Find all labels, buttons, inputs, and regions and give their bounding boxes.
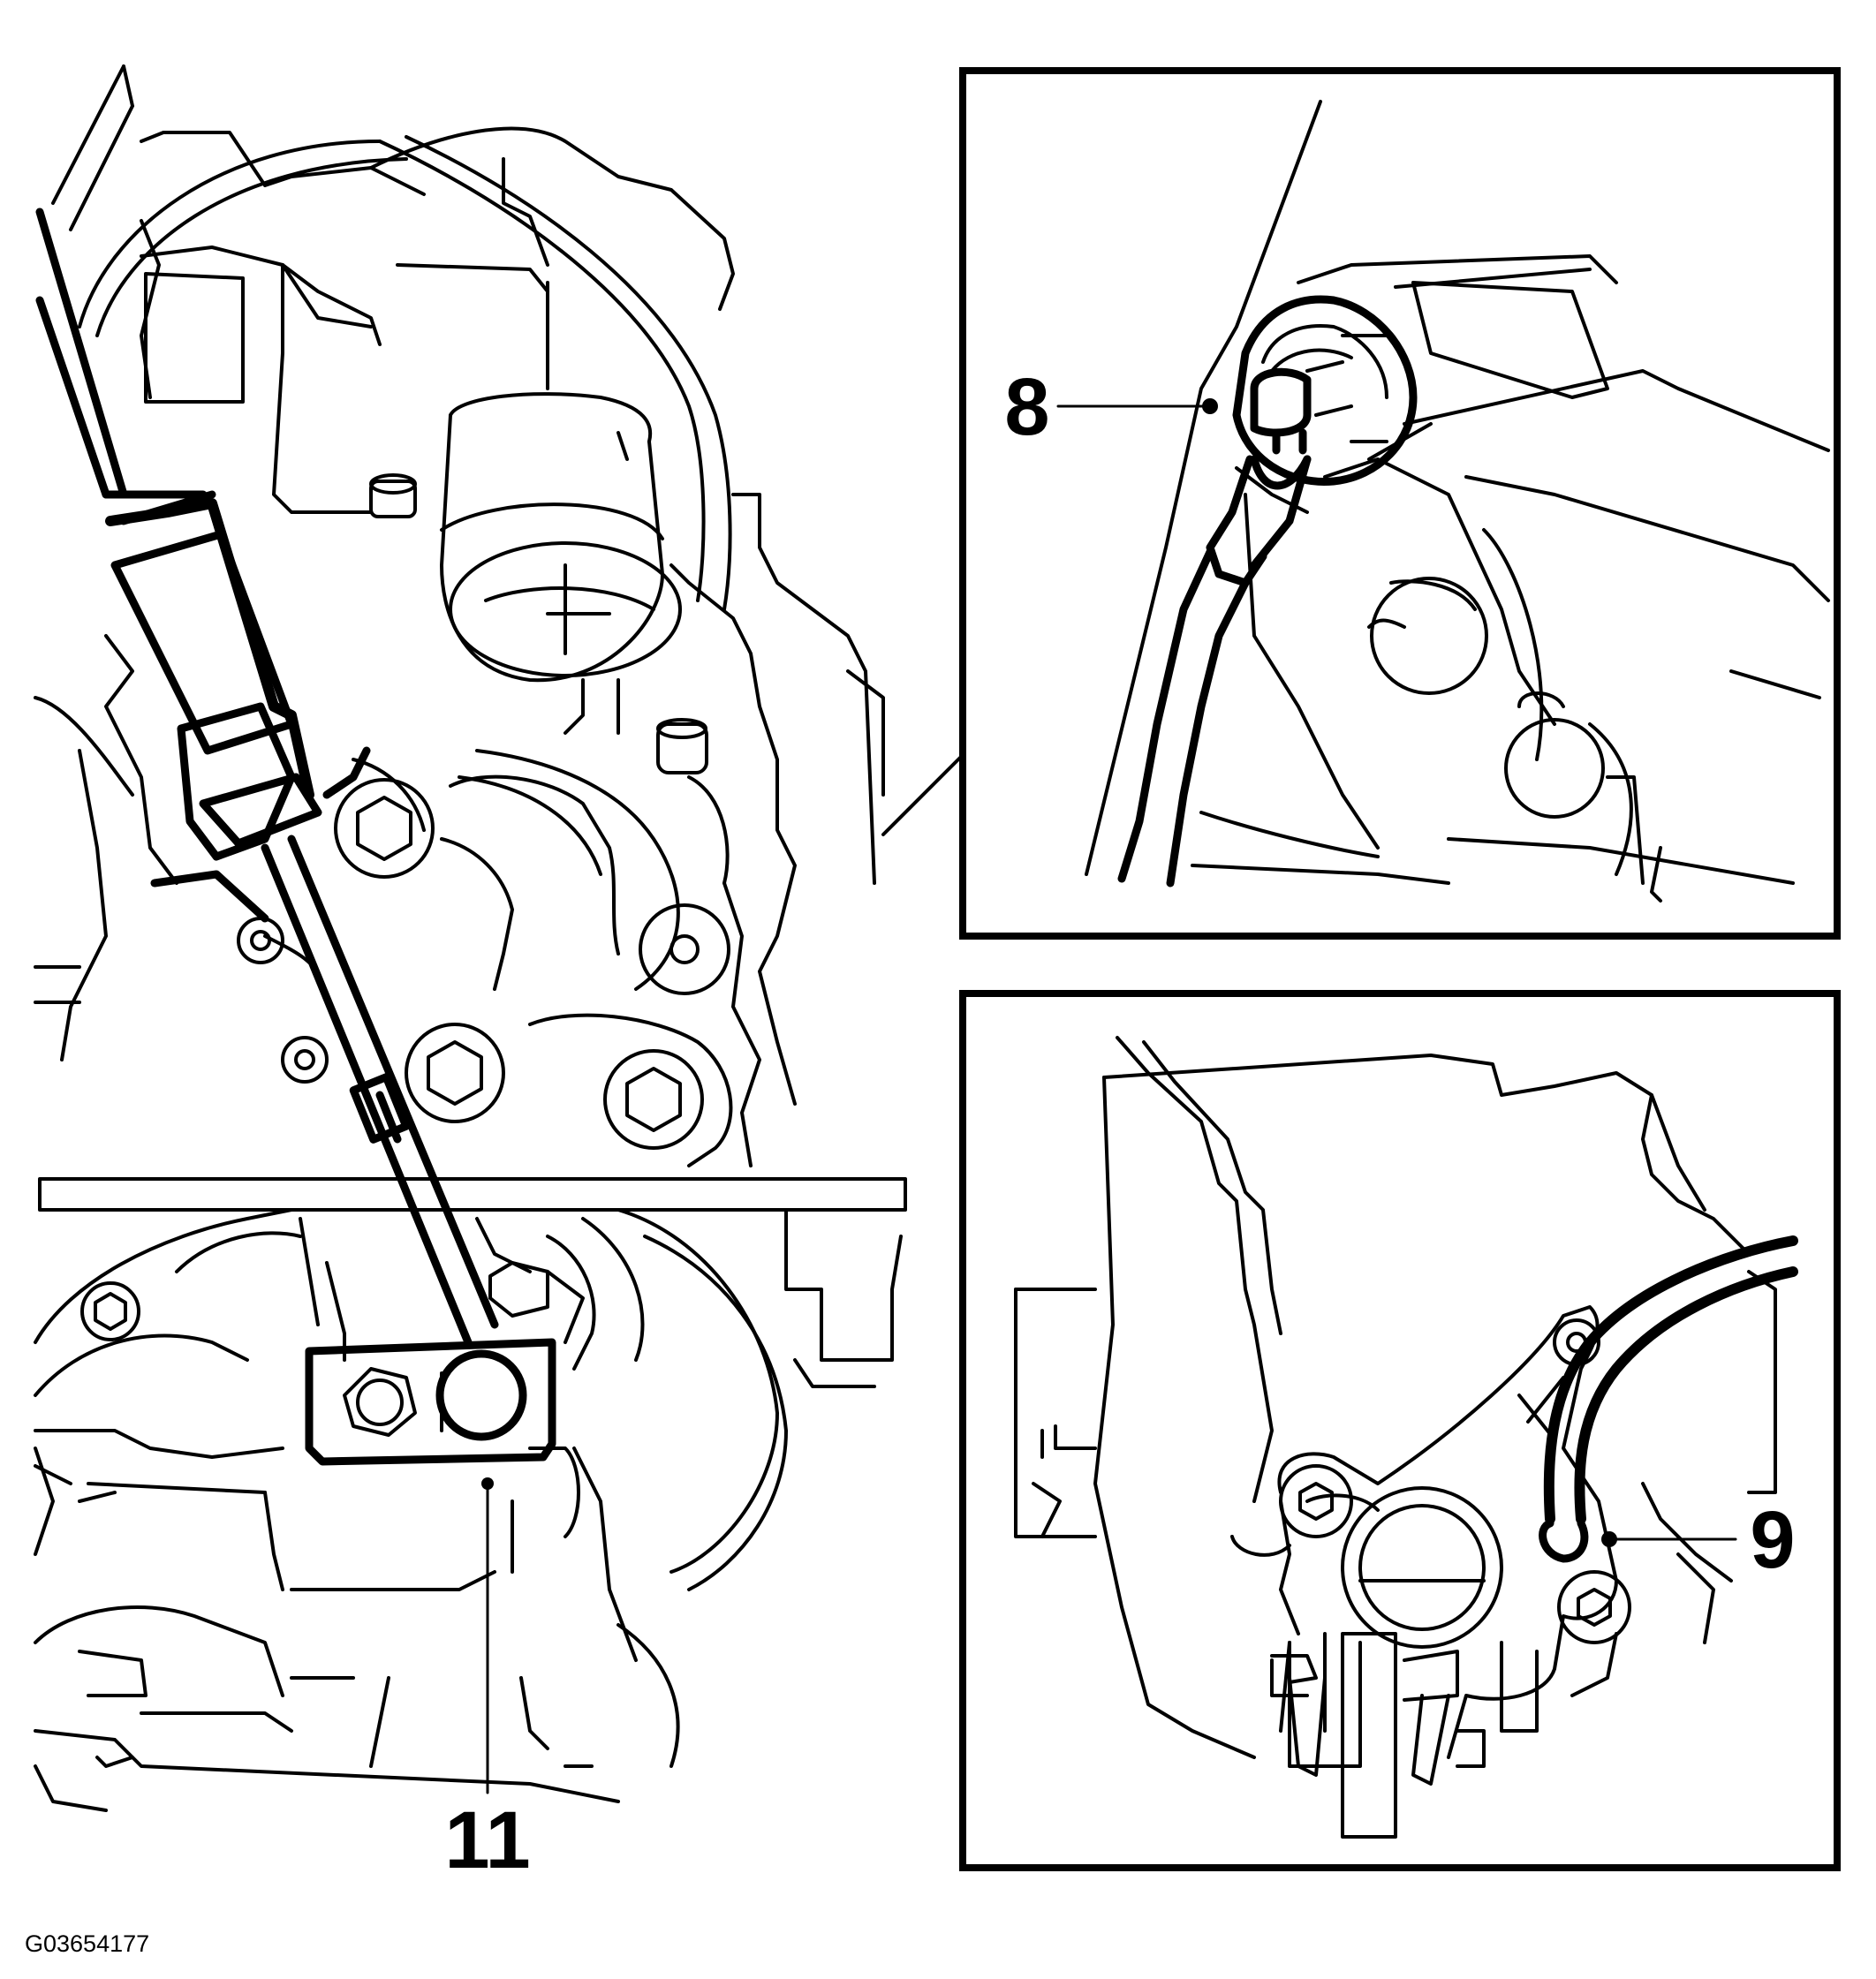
sensor-connector <box>1232 295 1418 487</box>
callout-8: 8 <box>1004 362 1049 452</box>
bolt-h <box>488 1261 549 1318</box>
bracket-nut <box>343 1367 417 1437</box>
main-transmission-view: 11 <box>34 64 907 1885</box>
cable-end-bracket <box>299 1217 585 1466</box>
flange-bolt-right <box>1557 1570 1631 1644</box>
bolt-g <box>80 1281 140 1341</box>
sensor-wire <box>1117 455 1312 888</box>
callout-11: 11 <box>444 1795 530 1885</box>
figure-id: G03654177 <box>25 1930 149 1957</box>
callout-9: 9 <box>1750 1495 1795 1585</box>
bolt-b <box>639 903 730 995</box>
oil-filter <box>440 392 682 683</box>
bolt-d <box>281 1036 329 1084</box>
inset-detail-8: 8 <box>959 67 1841 940</box>
gear-shift-cable <box>35 208 499 1347</box>
horizontal-rail <box>38 1177 907 1212</box>
bolt-f <box>603 1049 704 1150</box>
sensor-cable <box>1539 1235 1798 1563</box>
bolt-e <box>405 1023 505 1123</box>
detail-pointer <box>881 753 964 836</box>
shaft-assembly <box>1270 1632 1486 1839</box>
bolt-a <box>334 778 435 879</box>
inset-detail-9: 9 <box>959 990 1841 1871</box>
